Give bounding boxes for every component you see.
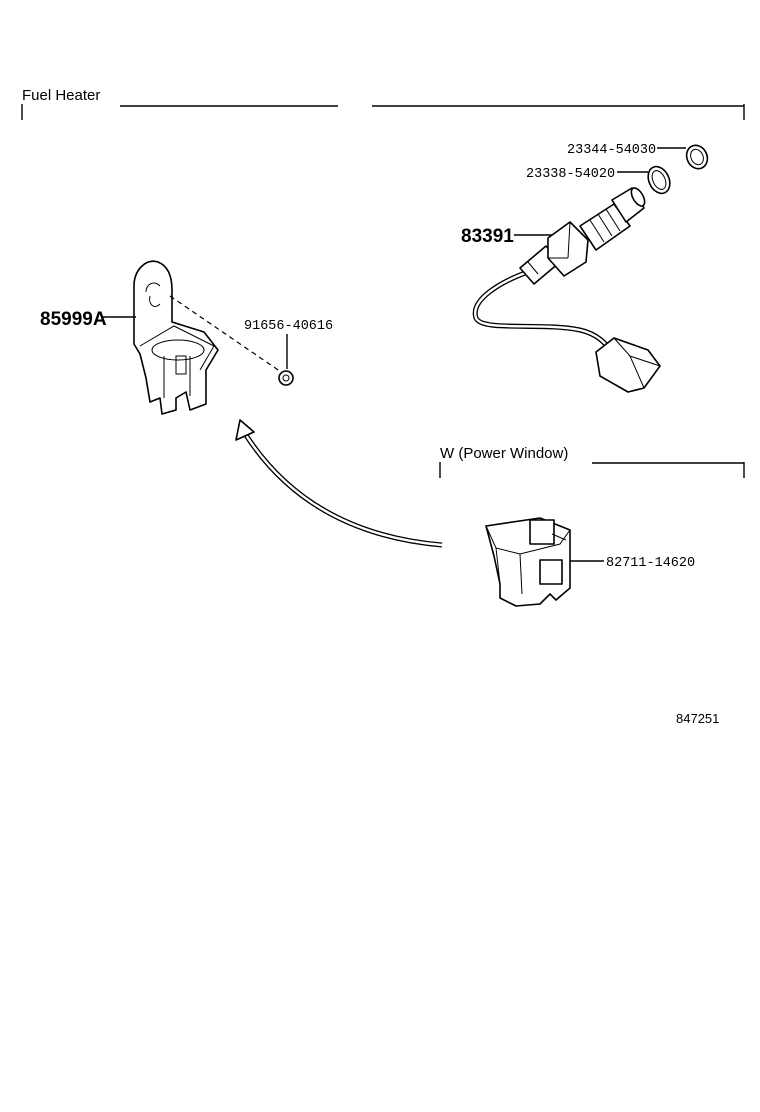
replacement-arrow-icon [235,419,443,548]
part-number-ring-outer: 23344-54030 [567,143,656,158]
o-ring-outer-icon [685,144,709,170]
section-title-fuel-heater: Fuel Heater [22,87,100,104]
illustration-number: 847251 [676,711,719,726]
part-number-nut: 91656-40616 [244,319,333,334]
part-number-holder: 82711-14620 [606,556,695,571]
section-title-power-window: W (Power Window) [440,445,568,462]
part-number-ring-inner: 23338-54020 [526,167,615,182]
o-ring-inner-icon [647,165,671,195]
nut-icon [278,370,294,386]
holder-icon [485,517,571,607]
fuel-heater-frame [21,104,745,120]
part-number-bracket: 85999A [40,309,107,330]
part-number-sensor: 83391 [461,226,514,247]
temperature-sensor-icon [472,187,661,393]
bracket-icon [133,260,219,415]
power-window-frame [439,462,745,478]
